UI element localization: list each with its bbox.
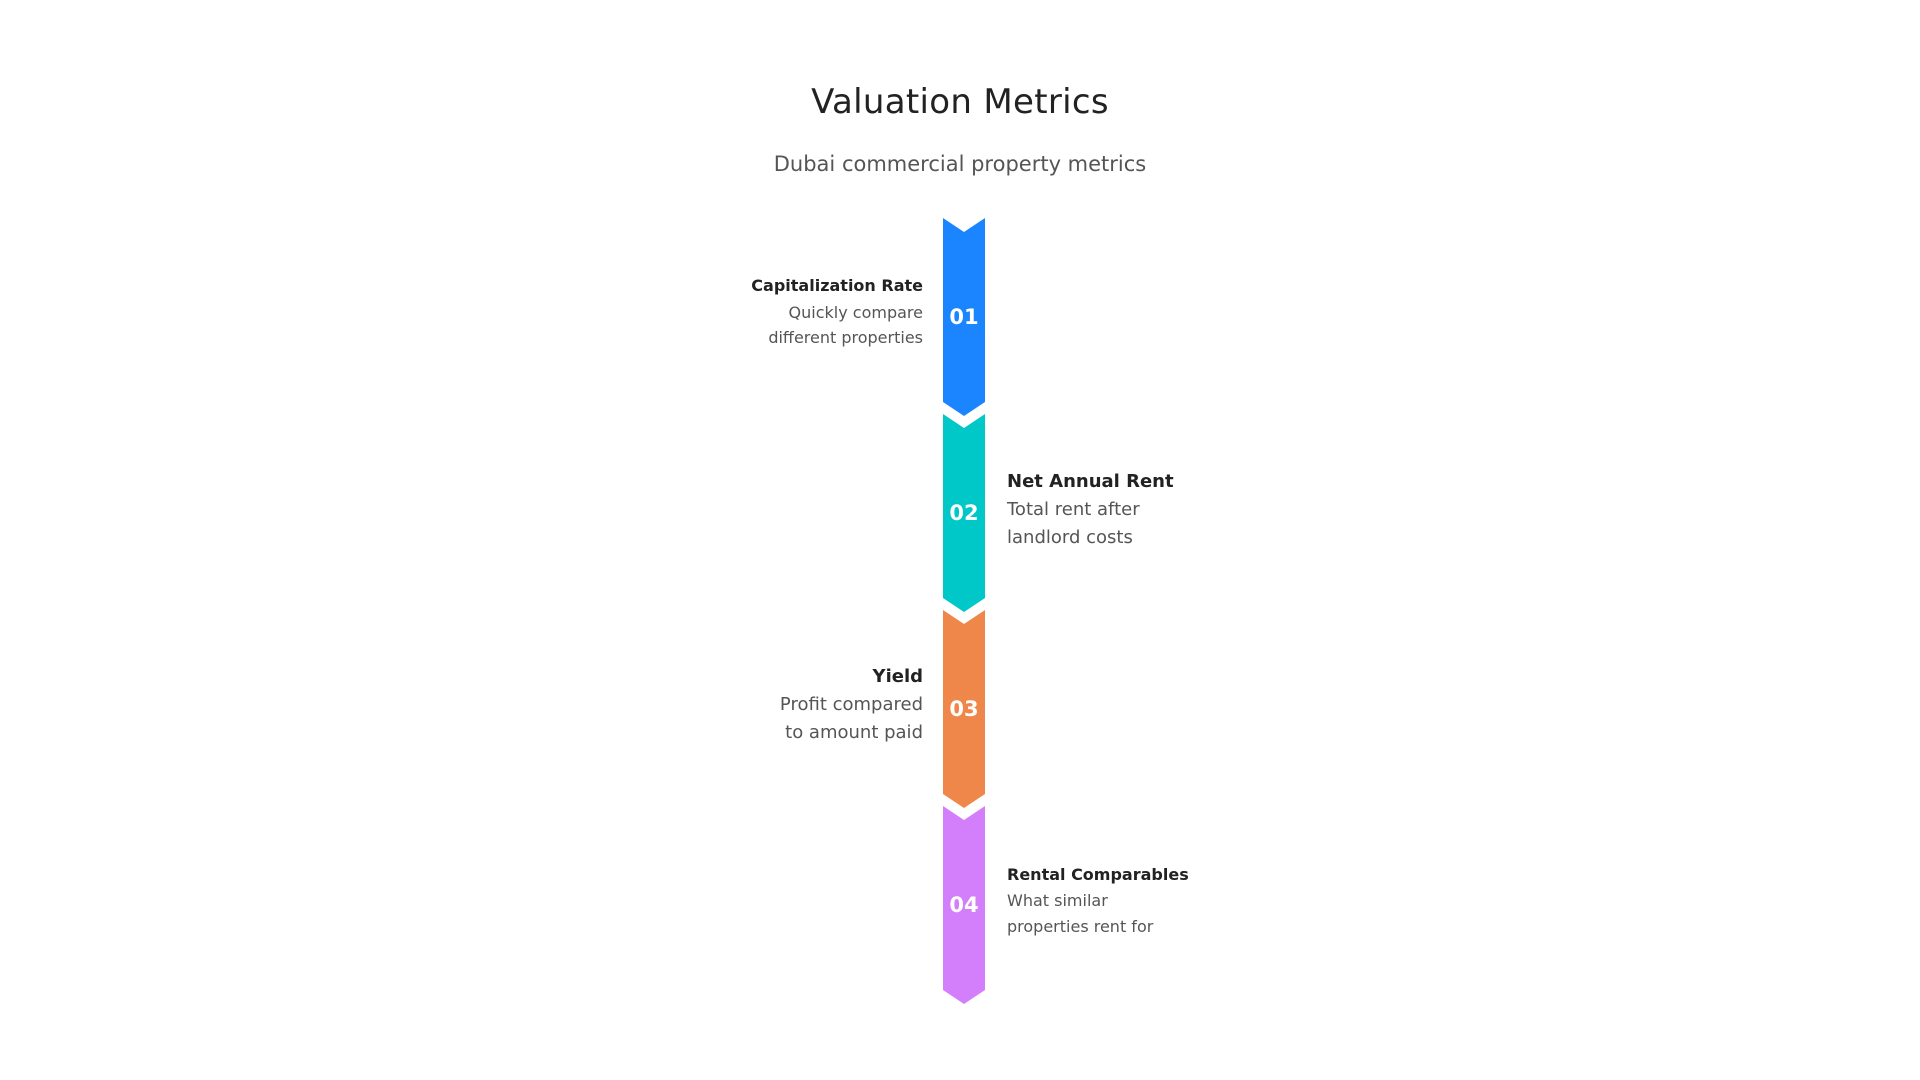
page-subtitle: Dubai commercial property metrics	[773, 152, 1147, 176]
step-number-4: 04	[949, 893, 978, 917]
step-arrow-3: 03	[943, 610, 985, 808]
step-number-1: 01	[949, 305, 978, 329]
step-arrow-shape-4	[943, 806, 985, 1004]
step-arrow-shape-3	[943, 610, 985, 808]
step-desc-4-line-1: What similar	[1007, 891, 1108, 910]
step-arrow-shape-1	[943, 218, 985, 416]
step-desc-3-line-1: Profit compared	[779, 694, 923, 715]
step-desc-2-line-1: Total rent after	[1007, 499, 1140, 520]
step-desc-2-line-2: landlord costs	[1007, 527, 1133, 548]
step-arrow-shape-2	[943, 414, 985, 612]
step-arrow-4: 04	[943, 806, 985, 1004]
step-text-3: Yield Profit compared to amount paid	[703, 664, 923, 747]
step-title-4: Rental Comparables	[1007, 865, 1189, 884]
step-desc-1-line-2: different properties	[768, 328, 923, 347]
step-desc-4-line-2: properties rent for	[1007, 917, 1154, 936]
step-number-3: 03	[949, 697, 978, 721]
step-desc-1-line-1: Quickly compare	[788, 303, 923, 322]
step-title-1: Capitalization Rate	[751, 276, 923, 295]
step-text-4: Rental Comparables What similar properti…	[1007, 864, 1227, 940]
step-desc-1: Quickly compare different properties	[703, 300, 923, 350]
step-title-2: Net Annual Rent	[1007, 471, 1174, 492]
step-title-3: Yield	[872, 666, 923, 687]
step-desc-3: Profit compared to amount paid	[703, 691, 923, 747]
step-desc-2: Total rent after landlord costs	[1007, 496, 1227, 552]
page-title: Valuation Metrics	[811, 82, 1109, 122]
step-text-2: Net Annual Rent Total rent after landlor…	[1007, 469, 1227, 552]
step-arrow-2: 02	[943, 414, 985, 612]
step-arrow-1: 01	[943, 218, 985, 416]
step-number-2: 02	[949, 501, 978, 525]
step-text-1: Capitalization Rate Quickly compare diff…	[703, 275, 923, 350]
step-desc-4: What similar properties rent for	[1007, 888, 1227, 940]
step-desc-3-line-2: to amount paid	[785, 722, 923, 743]
